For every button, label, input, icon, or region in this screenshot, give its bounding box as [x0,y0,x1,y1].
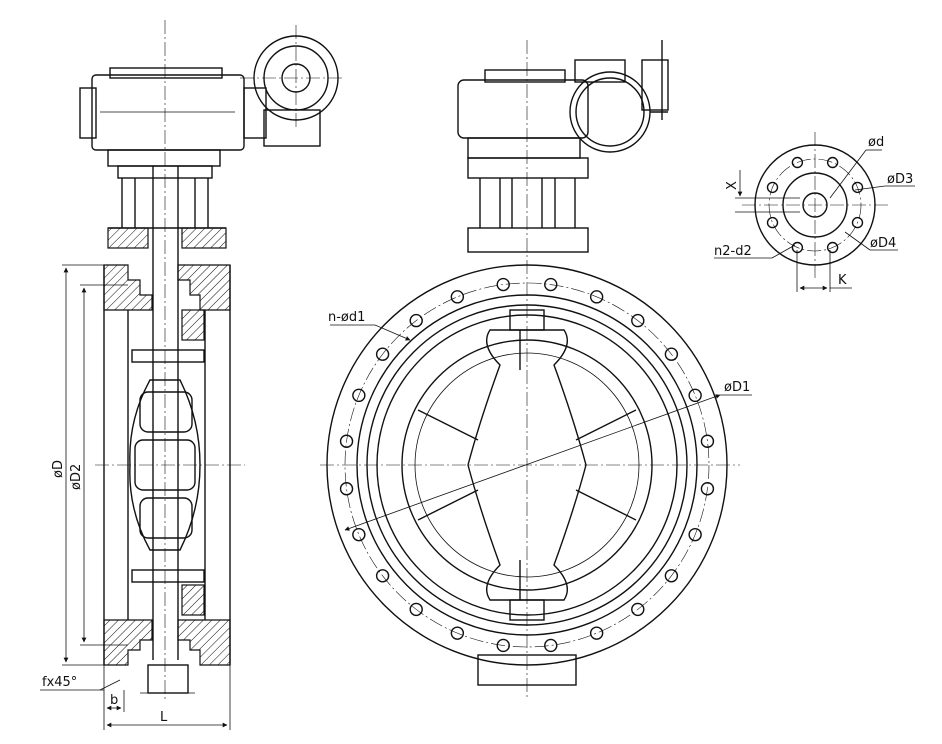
label-detail-X: X [725,181,740,190]
label-detail-K: K [838,273,847,288]
label-dim-b: b [110,693,118,708]
label-dim-D: øD [51,460,66,478]
label-detail-D4: øD4 [870,236,896,251]
bolt-hole [409,602,423,617]
front-bracket [467,157,589,253]
bolt-hole [589,626,604,640]
label-detail-n2d2: n2-d2 [714,244,752,259]
bolt-hole [826,156,839,169]
side-body [103,265,231,665]
bolt-hole [496,277,510,292]
bolt-hole [375,347,390,361]
label-front-D1: øD1 [724,380,750,395]
flange-outer-circle [326,264,728,666]
bolt-hole [664,347,679,361]
bolt-hole [631,313,645,328]
bolt-hole [826,241,839,254]
side-bottom-flange [103,619,231,694]
bolt-hole [339,482,354,496]
dim-D1-line [344,394,721,531]
label-detail-d: ød [868,135,884,150]
bolt-hole [851,216,864,229]
bolt-hole [664,569,679,583]
side-stem [152,166,179,660]
label-chamfer: fx45° [42,675,77,690]
bolt-hole [766,181,779,194]
label-detail-D3: øD3 [887,172,913,187]
bolt-hole [631,602,645,617]
side-gearbox [79,67,267,179]
side-yoke [107,178,227,249]
side-view: øD øD2 b L fx45° [40,20,345,730]
bolt-hole [700,434,715,448]
bolt-hole [450,626,465,640]
label-dim-L: L [160,710,168,725]
front-view: øD1 n-ød1 [320,40,752,700]
bolt-hole [375,569,390,583]
bolt-hole [544,277,558,292]
bolt-hole [352,527,366,542]
bolt-hole [589,290,604,304]
bolt-hole [450,290,465,304]
bolt-hole [688,388,702,403]
side-dimensions: øD øD2 b L fx45° [40,264,231,730]
bolt-hole [851,181,864,194]
bolt-hole [409,313,423,328]
side-handwheel [240,25,345,147]
bolt-hole [496,638,510,653]
detail-view: ød øD3 øD4 n2-d2 X K [714,132,915,292]
front-gearbox [457,40,669,159]
side-top-flange [103,264,231,341]
label-dim-D2: øD2 [69,464,84,490]
bolt-hole [766,216,779,229]
bolt-hole [544,638,558,653]
bolt-hole [791,156,804,169]
label-front-bolts: n-ød1 [328,310,365,325]
detail-bolt-holes [766,156,864,254]
